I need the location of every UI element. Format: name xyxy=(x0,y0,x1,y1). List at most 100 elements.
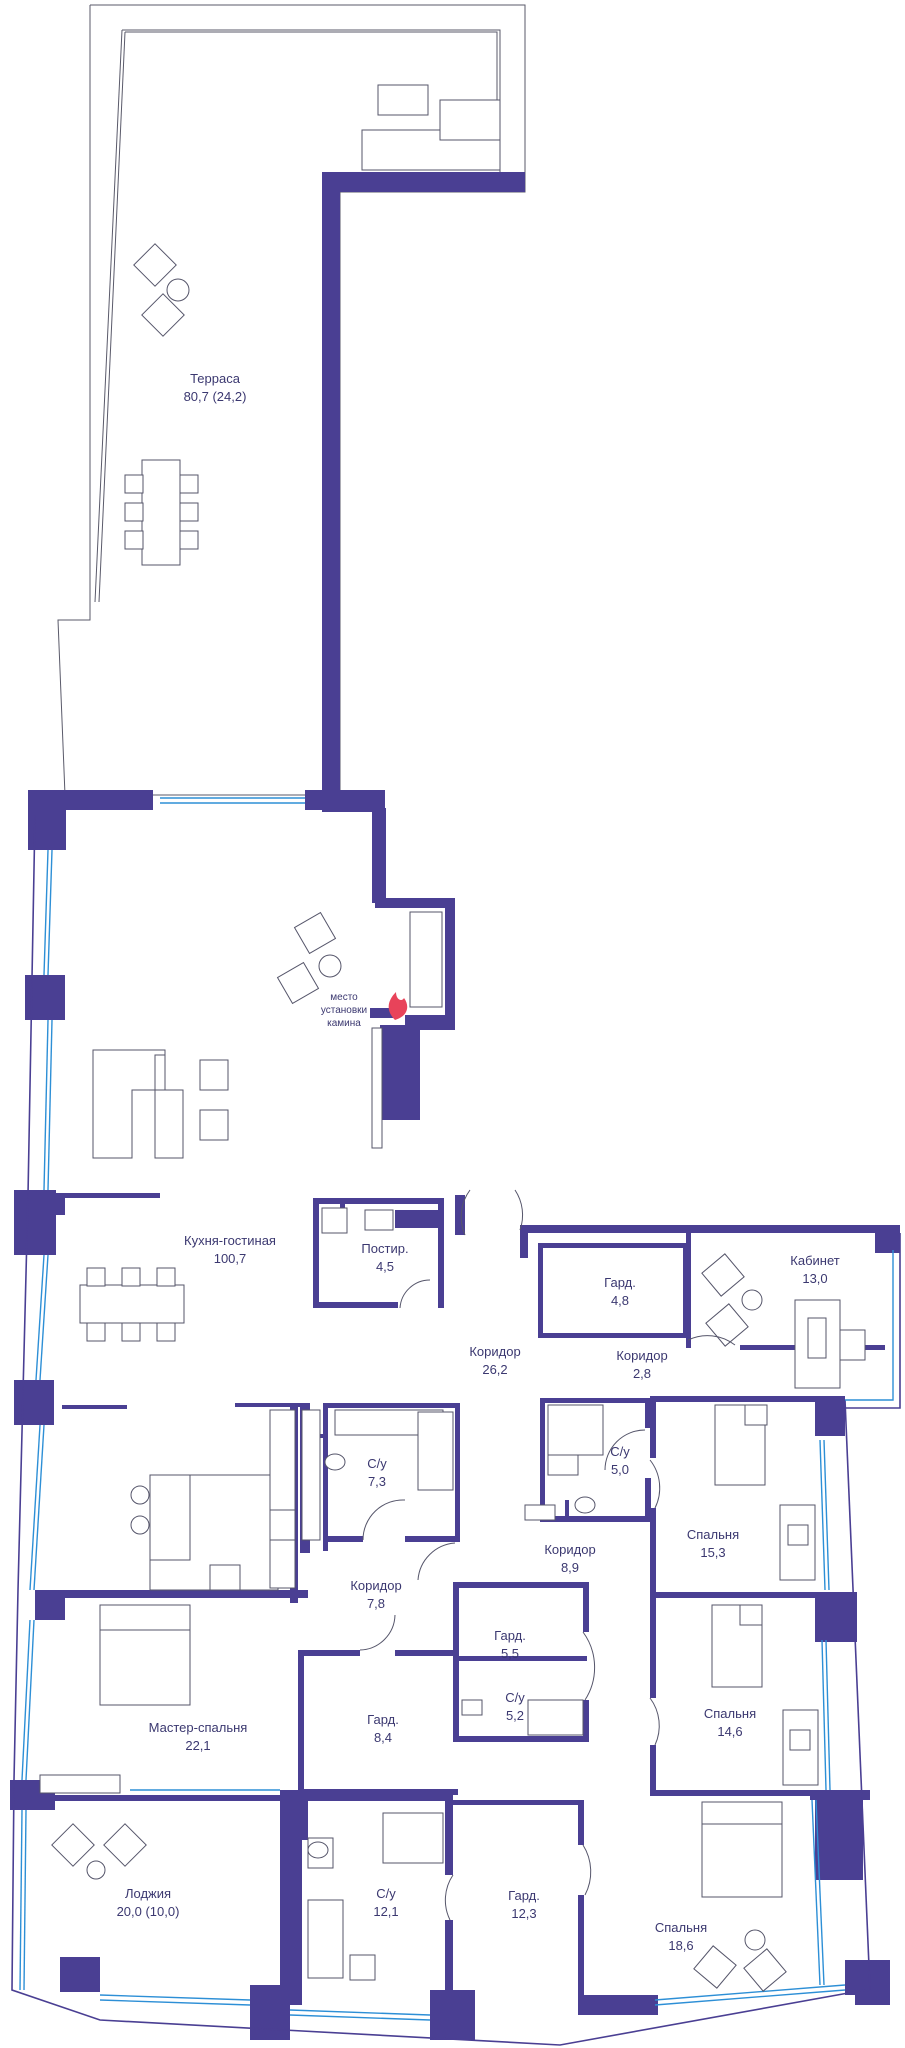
svg-text:13,0: 13,0 xyxy=(802,1271,827,1286)
room-area: 14,6 xyxy=(717,1724,742,1739)
room-name: Спальня xyxy=(655,1920,707,1935)
svg-text:4,5: 4,5 xyxy=(376,1259,394,1274)
svg-text:14,6: 14,6 xyxy=(717,1724,742,1739)
svg-text:Мастер-спальня: Мастер-спальня xyxy=(149,1720,248,1735)
room-area: 2,8 xyxy=(633,1366,651,1381)
room-name: Коридор xyxy=(616,1348,667,1363)
study-furniture xyxy=(701,1253,866,1389)
terrace-dining-table xyxy=(124,459,199,566)
svg-text:камина: камина xyxy=(327,1018,361,1029)
svg-text:Коридор: Коридор xyxy=(350,1578,401,1593)
dining-furniture xyxy=(79,1267,185,1342)
svg-text:5,5: 5,5 xyxy=(501,1646,519,1661)
svg-text:С/у: С/у xyxy=(505,1690,525,1705)
walls xyxy=(10,172,900,2040)
room-name: Кабинет xyxy=(790,1253,839,1268)
svg-text:Коридор: Коридор xyxy=(616,1348,667,1363)
bath-fixtures xyxy=(301,1404,604,1981)
room-area: 18,6 xyxy=(668,1938,693,1953)
svg-text:18,6: 18,6 xyxy=(668,1938,693,1953)
room-area: 5,2 xyxy=(506,1708,524,1723)
terrace-area xyxy=(57,4,526,796)
svg-text:Гард.: Гард. xyxy=(494,1628,526,1643)
svg-text:С/у: С/у xyxy=(367,1456,387,1471)
room-name: Лоджия xyxy=(125,1886,171,1901)
room-area: 12,1 xyxy=(373,1904,398,1919)
svg-text:5,2: 5,2 xyxy=(506,1708,524,1723)
svg-text:100,7: 100,7 xyxy=(214,1251,247,1266)
svg-text:С/у: С/у xyxy=(610,1444,630,1459)
windows xyxy=(19,797,846,2021)
room-area: 100,7 xyxy=(214,1251,247,1266)
svg-text:Кабинет: Кабинет xyxy=(790,1253,839,1268)
svg-text:установки: установки xyxy=(321,1005,367,1016)
room-name: Гард. xyxy=(367,1712,399,1727)
room-name: С/у xyxy=(376,1886,396,1901)
room-area: 5,0 xyxy=(611,1462,629,1477)
svg-text:С/у: С/у xyxy=(376,1886,396,1901)
room-name: Коридор xyxy=(544,1542,595,1557)
room-area: 8,9 xyxy=(561,1560,579,1575)
living-room-furniture xyxy=(92,911,443,1159)
svg-text:2,8: 2,8 xyxy=(633,1366,651,1381)
room-name: Гард. xyxy=(604,1275,636,1290)
room-area: 15,3 xyxy=(700,1545,725,1560)
room-area: 7,3 xyxy=(368,1474,386,1489)
fireplace-note: место установки камина xyxy=(321,992,367,1029)
svg-text:22,1: 22,1 xyxy=(185,1738,210,1753)
svg-text:15,3: 15,3 xyxy=(700,1545,725,1560)
svg-text:Коридор: Коридор xyxy=(544,1542,595,1557)
svg-text:12,1: 12,1 xyxy=(373,1904,398,1919)
room-name: Гард. xyxy=(494,1628,526,1643)
fireplace-icon xyxy=(388,992,408,1020)
room-area: 5,5 xyxy=(501,1646,519,1661)
loggia-furniture xyxy=(51,1823,147,1880)
svg-text:20,0 (10,0): 20,0 (10,0) xyxy=(117,1904,180,1919)
doors xyxy=(359,1189,736,1921)
svg-text:место: место xyxy=(330,992,358,1003)
svg-text:Спальня: Спальня xyxy=(655,1920,707,1935)
room-area: 20,0 (10,0) xyxy=(117,1904,180,1919)
svg-text:Лоджия: Лоджия xyxy=(125,1886,171,1901)
room-name: Коридор xyxy=(350,1578,401,1593)
room-name: Спальня xyxy=(687,1527,739,1542)
svg-text:Спальня: Спальня xyxy=(687,1527,739,1542)
room-name: Спальня xyxy=(704,1706,756,1721)
svg-text:Терраса: Терраса xyxy=(190,371,241,386)
room-area: 8,4 xyxy=(374,1730,392,1745)
svg-text:80,7 (24,2): 80,7 (24,2) xyxy=(184,389,247,404)
room-area: 4,5 xyxy=(376,1259,394,1274)
svg-text:Кухня-гостиная: Кухня-гостиная xyxy=(184,1233,276,1248)
room-area: 26,2 xyxy=(482,1362,507,1377)
room-area: 22,1 xyxy=(185,1738,210,1753)
room-name: Терраса xyxy=(190,371,241,386)
svg-text:26,2: 26,2 xyxy=(482,1362,507,1377)
svg-text:Гард.: Гард. xyxy=(367,1712,399,1727)
room-name: С/у xyxy=(367,1456,387,1471)
room-name: Кухня-гостиная xyxy=(184,1233,276,1248)
bedroom-furniture xyxy=(39,1404,819,1992)
room-area: 13,0 xyxy=(802,1271,827,1286)
room-area: 4,8 xyxy=(611,1293,629,1308)
room-name: Мастер-спальня xyxy=(149,1720,248,1735)
room-area: 80,7 (24,2) xyxy=(184,389,247,404)
exterior-outline xyxy=(11,814,901,2046)
room-name: Коридор xyxy=(469,1344,520,1359)
svg-text:7,3: 7,3 xyxy=(368,1474,386,1489)
svg-text:Гард.: Гард. xyxy=(508,1888,540,1903)
svg-text:Постир.: Постир. xyxy=(361,1241,408,1256)
laundry-furniture xyxy=(321,1207,394,1234)
svg-text:Гард.: Гард. xyxy=(604,1275,636,1290)
room-area: 12,3 xyxy=(511,1906,536,1921)
svg-text:4,8: 4,8 xyxy=(611,1293,629,1308)
svg-text:12,3: 12,3 xyxy=(511,1906,536,1921)
room-area: 7,8 xyxy=(367,1596,385,1611)
room-labels: Терраса 80,7 (24,2) Кухня-гостиная 100,7… xyxy=(117,371,840,1953)
kitchen-furniture xyxy=(130,1409,296,1591)
svg-text:8,9: 8,9 xyxy=(561,1560,579,1575)
svg-text:5,0: 5,0 xyxy=(611,1462,629,1477)
svg-text:Коридор: Коридор xyxy=(469,1344,520,1359)
room-name: Гард. xyxy=(508,1888,540,1903)
terrace-chairs xyxy=(133,243,190,337)
